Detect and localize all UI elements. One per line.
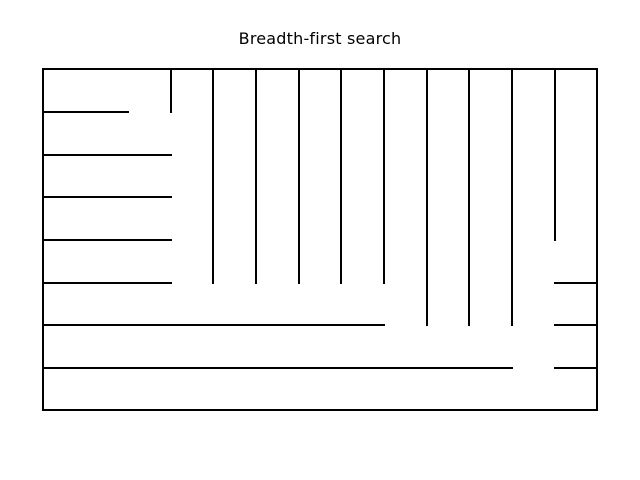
figure-title: Breadth-first search [238,29,402,48]
